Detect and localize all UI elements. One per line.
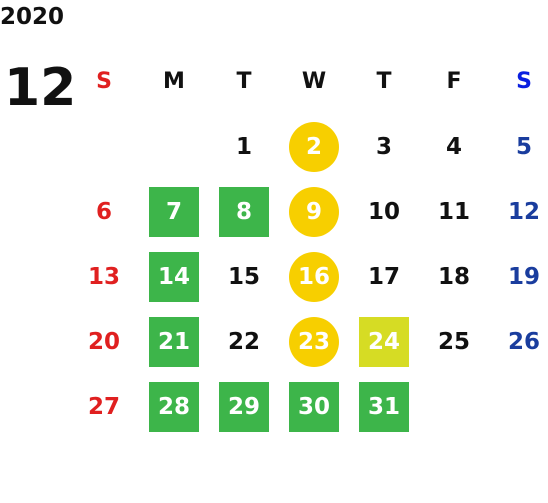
day-cell-14[interactable]: 14 [139, 244, 209, 309]
day-number: 10 [367, 198, 400, 225]
day-number: 17 [367, 263, 400, 290]
day-badge-green: 14 [149, 251, 199, 302]
day-cell-25[interactable]: 25 [419, 309, 489, 374]
day-cell-26[interactable]: 26 [489, 309, 548, 374]
day-badge-yellow: 2 [289, 121, 339, 172]
day-cell-23[interactable]: 23 [279, 309, 349, 374]
day-cell-24[interactable]: 24 [349, 309, 419, 374]
day-number: 20 [87, 328, 120, 355]
day-badge-yellow: 16 [289, 251, 339, 302]
day-cell-18[interactable]: 18 [419, 244, 489, 309]
empty-day-cell [419, 374, 489, 439]
day-badge-yellow: 9 [289, 186, 339, 237]
day-number: 27 [87, 393, 120, 420]
day-badge-green: 30 [289, 381, 339, 432]
month-number: 12 [4, 58, 77, 118]
year-label: 2020 [0, 4, 65, 30]
day-cell-16[interactable]: 16 [279, 244, 349, 309]
day-cell-3[interactable]: 3 [349, 114, 419, 179]
weekday-header-wed: W [301, 69, 327, 94]
day-number: 5 [515, 133, 532, 160]
weekday-header-sat: S [516, 69, 532, 94]
empty-day-cell [489, 374, 548, 439]
day-cell-28[interactable]: 28 [139, 374, 209, 439]
day-badge-lime: 24 [359, 316, 409, 367]
day-cell-6[interactable]: 6 [69, 179, 139, 244]
day-badge-green: 31 [359, 381, 409, 432]
day-number: 26 [507, 328, 540, 355]
day-number: 1 [235, 133, 252, 160]
day-number: 6 [95, 198, 112, 225]
empty-day-cell [139, 114, 209, 179]
day-cell-8[interactable]: 8 [209, 179, 279, 244]
day-number: 4 [445, 133, 462, 160]
day-badge-green: 8 [219, 186, 269, 237]
weekday-header-tue: T [236, 69, 252, 94]
day-cell-20[interactable]: 20 [69, 309, 139, 374]
day-cell-9[interactable]: 9 [279, 179, 349, 244]
day-cell-30[interactable]: 30 [279, 374, 349, 439]
day-number: 3 [375, 133, 392, 160]
day-badge-yellow: 23 [289, 316, 339, 367]
day-cell-2[interactable]: 2 [279, 114, 349, 179]
day-cell-21[interactable]: 21 [139, 309, 209, 374]
day-number: 11 [437, 198, 470, 225]
empty-day-cell [69, 114, 139, 179]
day-cell-27[interactable]: 27 [69, 374, 139, 439]
day-number: 18 [437, 263, 470, 290]
day-cell-17[interactable]: 17 [349, 244, 419, 309]
day-cell-31[interactable]: 31 [349, 374, 419, 439]
weekday-header-thu: T [376, 69, 392, 94]
day-cell-10[interactable]: 10 [349, 179, 419, 244]
day-number: 12 [507, 198, 540, 225]
day-cell-29[interactable]: 29 [209, 374, 279, 439]
day-badge-green: 7 [149, 186, 199, 237]
day-cell-5[interactable]: 5 [489, 114, 548, 179]
day-cell-13[interactable]: 13 [69, 244, 139, 309]
day-badge-green: 29 [219, 381, 269, 432]
day-cell-7[interactable]: 7 [139, 179, 209, 244]
day-cell-4[interactable]: 4 [419, 114, 489, 179]
day-cell-11[interactable]: 11 [419, 179, 489, 244]
day-number: 13 [87, 263, 120, 290]
day-number: 19 [507, 263, 540, 290]
day-badge-green: 28 [149, 381, 199, 432]
day-cell-22[interactable]: 22 [209, 309, 279, 374]
day-cell-1[interactable]: 1 [209, 114, 279, 179]
weekday-header-sun: S [96, 69, 112, 94]
weekday-header-mon: M [163, 69, 185, 94]
day-number: 25 [437, 328, 470, 355]
weekday-header-fri: F [446, 69, 462, 94]
day-cell-12[interactable]: 12 [489, 179, 548, 244]
day-cell-19[interactable]: 19 [489, 244, 548, 309]
day-cell-15[interactable]: 15 [209, 244, 279, 309]
day-number: 15 [227, 263, 260, 290]
day-badge-green: 21 [149, 316, 199, 367]
day-number: 22 [227, 328, 260, 355]
